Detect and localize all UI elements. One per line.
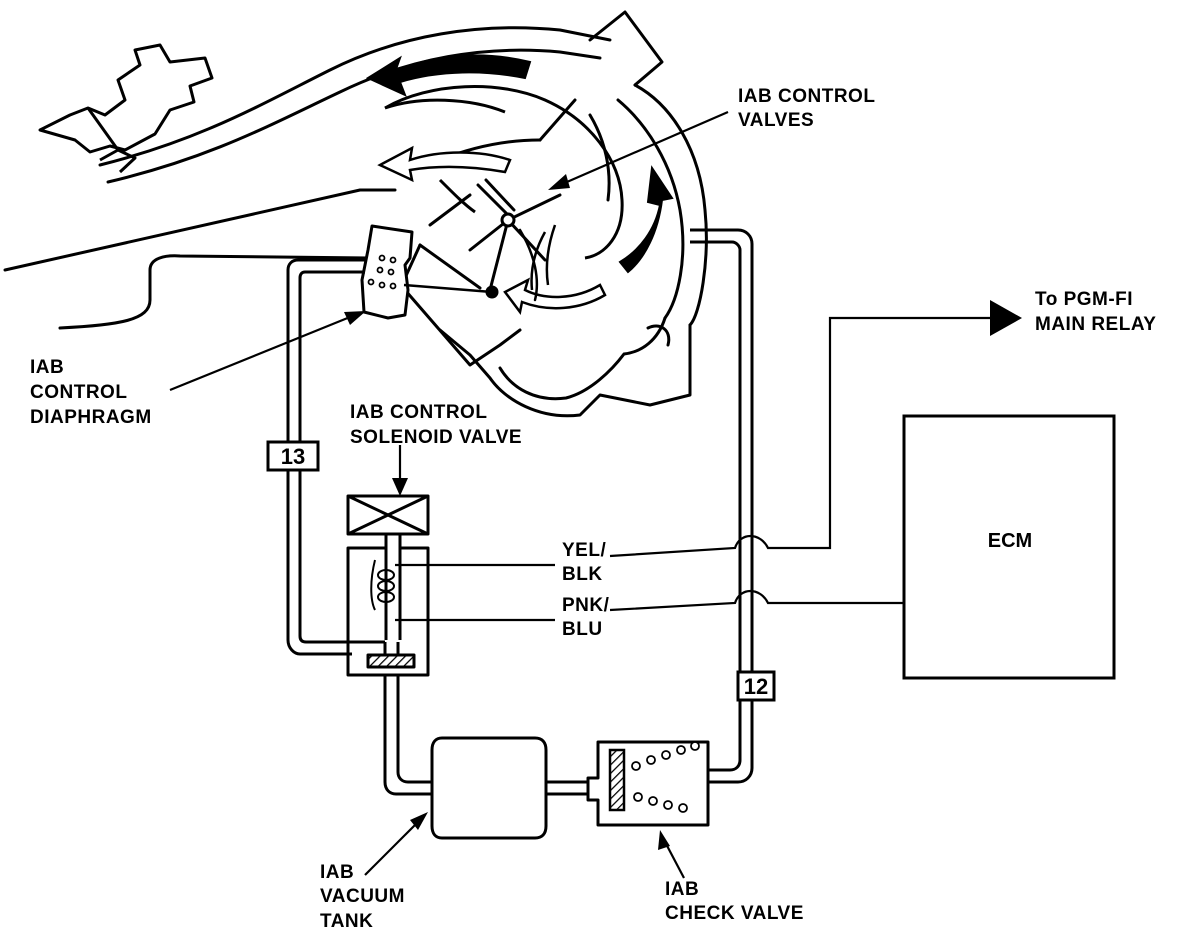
label-wire-yel-blk: YEL/ BLK — [562, 540, 606, 585]
svg-text:BLK: BLK — [562, 564, 603, 585]
label-main-relay: To PGM-FI MAIN RELAY — [1035, 289, 1156, 335]
label-iab-check-valve: IAB CHECK VALVE — [665, 879, 804, 924]
iab-control-valves — [468, 178, 562, 302]
label-iab-control-valves: IAB CONTROL VALVES — [738, 86, 875, 131]
ecm-label: ECM — [988, 530, 1032, 552]
svg-text:IAB CONTROL: IAB CONTROL — [738, 86, 875, 107]
intake-manifold — [3, 10, 708, 418]
svg-text:IAB: IAB — [665, 879, 699, 900]
leader-arrowheads — [344, 174, 670, 850]
svg-text:12: 12 — [744, 674, 768, 699]
label-wire-pnk-blu: PNK/ BLU — [562, 595, 610, 640]
hose-tag-13: 13 — [266, 440, 320, 472]
svg-text:SOLENOID VALVE: SOLENOID VALVE — [350, 427, 522, 448]
svg-text:CONTROL: CONTROL — [30, 382, 127, 403]
wiring — [395, 316, 990, 622]
iab-check-valve — [586, 740, 710, 827]
airflow-arrows — [365, 54, 674, 315]
svg-text:VALVES: VALVES — [738, 110, 814, 131]
label-iab-control-diaphragm: IAB CONTROL DIAPHRAGM — [30, 357, 152, 428]
svg-text:TANK: TANK — [320, 911, 373, 932]
hose-tag-12: 12 — [736, 670, 776, 702]
svg-text:13: 13 — [281, 444, 305, 469]
label-iab-control-solenoid-valve: IAB CONTROL SOLENOID VALVE — [350, 402, 522, 448]
ecm-box: ECM — [902, 414, 1116, 680]
svg-text:VACUUM: VACUUM — [320, 886, 405, 907]
fuel-injector — [38, 43, 214, 174]
svg-text:PNK/: PNK/ — [562, 595, 610, 616]
svg-text:BLU: BLU — [562, 619, 603, 640]
svg-text:MAIN RELAY: MAIN RELAY — [1035, 314, 1156, 335]
svg-text:DIAPHRAGM: DIAPHRAGM — [30, 407, 152, 428]
svg-text:YEL/: YEL/ — [562, 540, 606, 561]
svg-text:IAB: IAB — [320, 862, 354, 883]
iab-control-diaphragm — [360, 224, 493, 320]
svg-text:CHECK VALVE: CHECK VALVE — [665, 903, 804, 924]
main-relay-arrow — [990, 300, 1022, 336]
iab-vacuum-tank — [430, 736, 548, 840]
svg-text:To PGM-FI: To PGM-FI — [1035, 289, 1133, 310]
label-iab-vacuum-tank: IAB VACUUM TANK — [320, 862, 405, 932]
svg-text:IAB CONTROL: IAB CONTROL — [350, 402, 487, 423]
iab-control-solenoid-valve — [346, 494, 430, 677]
svg-text:IAB: IAB — [30, 357, 64, 378]
